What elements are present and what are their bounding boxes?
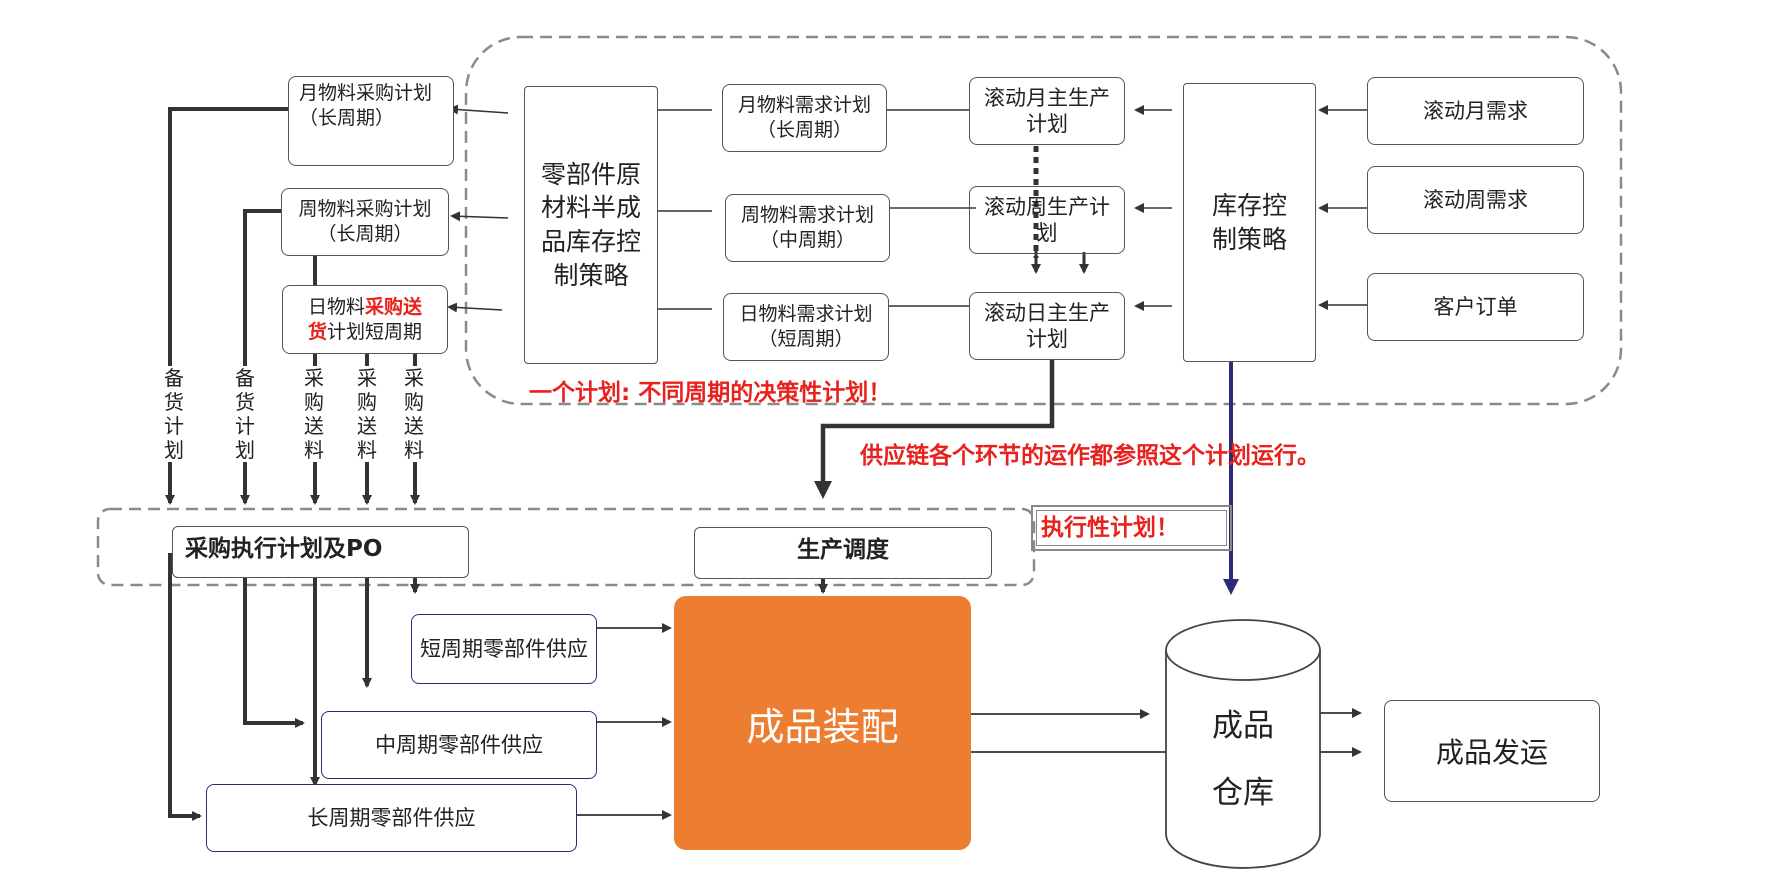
stock-plan-label-2: 备货计划 (232, 366, 258, 462)
rolling-week-demand-label: 滚动周需求 (1423, 187, 1528, 212)
purchase-exec-box: 采购执行计划及PO (172, 526, 469, 578)
rolling-week-label: 滚动周生产计划 (984, 194, 1110, 245)
rolling-month-demand-label: 滚动月需求 (1423, 98, 1528, 123)
execution-plan-group (96, 507, 1036, 587)
decision-plan-group (464, 35, 1623, 406)
purchase-exec-label: 采购执行计划及PO (185, 536, 383, 562)
arrow-to-dispatch (814, 356, 1055, 499)
rolling-week-demand-box: 滚动周需求 (1367, 166, 1584, 234)
weekly-purchase-plan-label: 周物料采购计划（长周期） (298, 198, 432, 245)
monthly-material-label: 月物料需求计划（长周期） (737, 94, 871, 141)
production-dispatch-label: 生产调度 (797, 537, 889, 563)
daily-material-box: 日物料需求计划（短周期） (723, 293, 889, 361)
weekly-material-label: 周物料需求计划（中周期） (740, 204, 874, 251)
short-supply-label: 短周期零部件供应 (420, 636, 588, 661)
short-supply-box: 短周期零部件供应 (411, 614, 597, 684)
daily-purchase-plan-label: 日物料采购送货计划短周期 (307, 295, 423, 343)
arrow-purchase-1 (448, 104, 509, 115)
warehouse-label-2: 仓库 (1212, 775, 1274, 811)
rolling-day-master-box: 滚动日主生产计划 (969, 292, 1125, 360)
execution-plan-annotation-box: 执行性计划！ (1031, 505, 1232, 551)
stock-plan-label-1: 备货计划 (161, 366, 187, 462)
monthly-purchase-plan-box: 月物料采购计划（长周期） (288, 76, 454, 166)
monthly-material-box: 月物料需求计划（长周期） (722, 84, 887, 152)
shipping-box: 成品发运 (1384, 700, 1600, 802)
long-supply-box: 长周期零部件供应 (206, 784, 577, 852)
customer-order-label: 客户订单 (1433, 294, 1518, 319)
line-monthly-stock (168, 107, 292, 478)
arrow-purchase-2 (450, 211, 509, 222)
supply-chain-annotation: 供应链各个环节的运作都参照这个计划运行。 (860, 443, 1320, 469)
line-to-mid-supply (243, 553, 305, 728)
shipping-label: 成品发运 (1435, 736, 1548, 769)
one-plan-annotation: 一个计划: 不同周期的决策性计划！ (529, 380, 892, 406)
rolling-month-master-box: 滚动月主生产计划 (969, 77, 1125, 145)
inventory-strategy-label: 库存控制策略 (1211, 190, 1287, 254)
rolling-day-master-label: 滚动日主生产计划 (984, 300, 1110, 351)
mid-supply-box: 中周期零部件供应 (321, 711, 597, 779)
mid-supply-label: 中周期零部件供应 (375, 732, 543, 757)
warehouse-label-1: 成品 (1212, 708, 1274, 744)
assembly-label: 成品装配 (746, 704, 899, 749)
monthly-purchase-plan-label: 月物料采购计划（长周期） (299, 82, 433, 129)
rolling-month-demand-box: 滚动月需求 (1367, 77, 1584, 145)
inventory-strategy-box: 库存控制策略 (1183, 83, 1316, 362)
warehouse-cylinder (1165, 619, 1321, 869)
purchase-delivery-label-1: 采购送料 (301, 366, 327, 462)
purchase-delivery-label-2: 采购送料 (354, 366, 380, 462)
line-to-long-supply (168, 553, 202, 821)
inventory-parts-label: 零部件原材料半成品库存控制策略 (540, 159, 641, 290)
daily-purchase-plan-box: 日物料采购送货计划短周期 (282, 285, 448, 354)
production-dispatch-box: 生产调度 (694, 527, 992, 579)
long-supply-label: 长周期零部件供应 (307, 805, 476, 830)
rolling-month-master-label: 滚动月主生产计划 (984, 85, 1110, 136)
assembly-box: 成品装配 (674, 596, 971, 850)
daily-material-label: 日物料需求计划（短周期） (739, 303, 873, 350)
inventory-parts-box: 零部件原材料半成品库存控制策略 (524, 86, 658, 364)
weekly-material-box: 周物料需求计划（中周期） (725, 194, 890, 262)
customer-order-box: 客户订单 (1367, 273, 1584, 341)
rolling-week-box: 滚动周生产计划 (969, 186, 1125, 254)
arrow-purchase-3 (447, 302, 503, 313)
weekly-purchase-plan-box: 周物料采购计划（长周期） (281, 188, 449, 256)
purchase-delivery-label-3: 采购送料 (401, 366, 427, 462)
execution-plan-annotation: 执行性计划！ (1036, 510, 1227, 546)
